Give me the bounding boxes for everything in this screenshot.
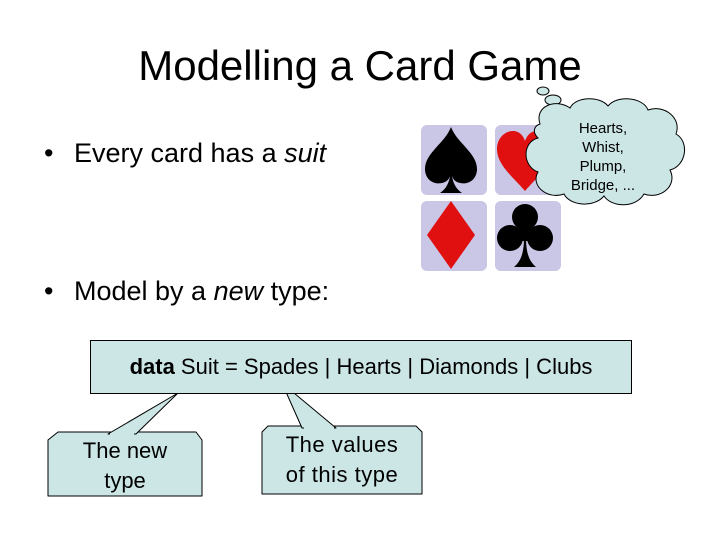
callout-line: of this type bbox=[285, 462, 399, 487]
callout-line: The values bbox=[285, 432, 399, 457]
diamond-icon bbox=[417, 197, 489, 275]
thought-cloud-text: Hearts, Whist, Plump, Bridge, ... bbox=[557, 119, 649, 195]
code-definition: Suit = Spades | Hearts | Diamonds | Club… bbox=[174, 354, 593, 379]
bullet-emphasis: new bbox=[213, 276, 264, 306]
bullet-marker: • bbox=[44, 138, 54, 168]
club-icon bbox=[491, 197, 563, 275]
code-text: data Suit = Spades | Hearts | Diamonds |… bbox=[91, 354, 631, 380]
bullet-every-card: • Every card has a suit bbox=[44, 137, 326, 169]
slide-title: Modelling a Card Game bbox=[138, 42, 582, 89]
bullet-emphasis: suit bbox=[284, 138, 327, 168]
bullet-text-after: type: bbox=[263, 276, 330, 306]
heart-icon bbox=[491, 121, 563, 199]
cloud-line: Plump, bbox=[579, 158, 627, 175]
callout-line: The new bbox=[82, 438, 168, 463]
callout-new-type: The new type bbox=[48, 436, 202, 496]
code-keyword: data bbox=[129, 354, 175, 379]
cloud-line: Hearts, bbox=[578, 120, 628, 137]
callout-line: type bbox=[104, 468, 146, 493]
code-box: data Suit = Spades | Hearts | Diamonds |… bbox=[90, 340, 632, 394]
bullet-text: Every card has a bbox=[74, 138, 285, 168]
bullet-model-by-type: • Model by a new type: bbox=[44, 275, 329, 307]
bullet-text: Model by a bbox=[74, 276, 214, 306]
callout-type-values: The values of this type bbox=[262, 430, 422, 490]
bullet-marker: • bbox=[44, 276, 54, 306]
spade-icon bbox=[417, 121, 489, 199]
suit-icons bbox=[405, 115, 575, 275]
cloud-line: Whist, bbox=[582, 139, 624, 156]
cloud-line: Bridge, ... bbox=[570, 177, 636, 194]
